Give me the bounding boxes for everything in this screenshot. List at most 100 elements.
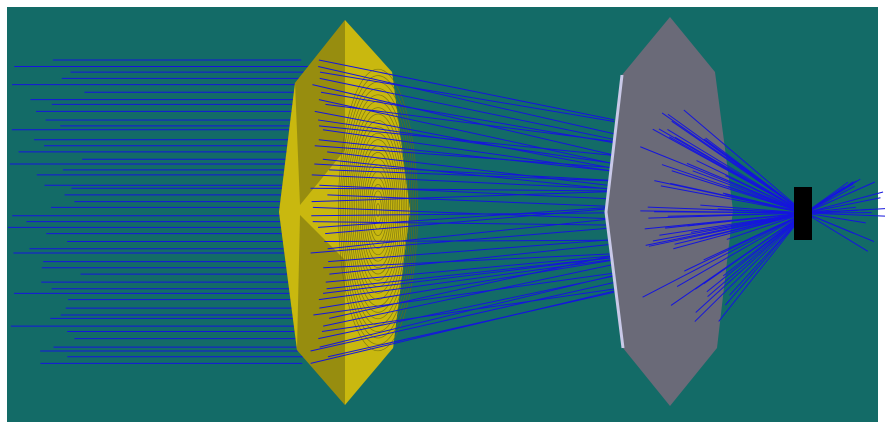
reflected-ray xyxy=(683,109,806,214)
refracted-ray xyxy=(329,254,615,319)
refracted-ray xyxy=(323,263,615,327)
refracted-ray xyxy=(310,290,615,364)
reflected-ray xyxy=(707,212,806,298)
reflected-ray xyxy=(726,212,806,240)
reflected-ray xyxy=(724,212,806,306)
refracted-ray xyxy=(322,257,615,294)
reflected-ray xyxy=(718,212,806,322)
reflected-ray xyxy=(695,212,806,313)
refracted-ray xyxy=(327,194,615,208)
scattered-ray xyxy=(804,178,861,214)
refracted-ray xyxy=(318,59,615,121)
detector xyxy=(794,187,812,240)
refracted-ray xyxy=(319,274,615,348)
refracted-ray xyxy=(328,239,615,263)
refracted-ray xyxy=(327,151,615,187)
scattered-ray xyxy=(804,212,875,242)
fresnel-ring xyxy=(348,107,408,313)
reflected-ray xyxy=(640,146,806,214)
fresnel-ring xyxy=(338,68,418,352)
reflected-ray xyxy=(670,182,806,214)
refracted-ray xyxy=(320,91,615,144)
scattered-ray xyxy=(804,212,869,252)
refracted-ray xyxy=(322,158,615,190)
reflected-ray xyxy=(725,175,806,214)
refracted-ray xyxy=(319,184,615,200)
reflected-ray xyxy=(722,192,806,214)
refracted-ray xyxy=(310,281,615,352)
scattered-ray xyxy=(804,191,884,214)
refracted-ray xyxy=(319,259,615,309)
refracted-ray xyxy=(314,145,615,169)
reflected-ray xyxy=(644,212,806,230)
refracted-ray xyxy=(310,227,615,254)
reflected-ray xyxy=(694,212,806,322)
scattered-ray xyxy=(804,197,881,214)
refracted-ray xyxy=(325,207,615,235)
reflected-ray xyxy=(652,212,806,242)
refracted-ray xyxy=(318,139,615,172)
scattered-ray xyxy=(804,208,885,214)
refracted-ray xyxy=(311,174,615,190)
reflected-ray xyxy=(642,212,806,298)
reflected-ray xyxy=(660,185,806,214)
lens-shade-lower xyxy=(297,215,345,405)
fresnel-ring xyxy=(352,120,404,300)
mirror-edge xyxy=(604,74,625,349)
fresnel-ring xyxy=(354,126,402,294)
refracted-ray xyxy=(327,218,615,250)
reflected-ray xyxy=(676,212,806,288)
refracted-ray xyxy=(312,221,615,226)
reflected-ray xyxy=(659,212,806,236)
refracted-ray xyxy=(325,255,615,283)
scattered-ray xyxy=(804,181,876,214)
refracted-ray xyxy=(324,239,615,243)
reflected-ray xyxy=(729,212,806,296)
reflected-ray xyxy=(722,212,806,277)
refracted-ray xyxy=(310,187,615,192)
fresnel-ring xyxy=(339,75,417,345)
refracted-ray xyxy=(311,212,615,217)
reflected-ray xyxy=(667,128,806,214)
refracted-ray xyxy=(329,169,615,182)
refracted-ray xyxy=(318,206,615,228)
refracted-ray xyxy=(318,66,615,135)
refracted-ray xyxy=(312,84,615,156)
scattered-ray xyxy=(804,206,856,214)
refracted-ray xyxy=(319,77,615,140)
fresnel-ring xyxy=(357,139,399,281)
reflected-ray xyxy=(648,212,806,219)
refracted-ray xyxy=(323,253,615,269)
reflected-ray xyxy=(647,206,806,214)
refracted-ray xyxy=(321,288,615,332)
reflected-rays xyxy=(640,109,885,322)
reflected-ray xyxy=(700,204,806,214)
refracted-ray xyxy=(314,110,615,170)
reflected-ray xyxy=(673,212,806,250)
reflected-ray xyxy=(727,185,806,214)
fresnel-ring xyxy=(343,88,413,332)
refracted-ray xyxy=(325,103,615,142)
refracted-ray xyxy=(312,206,615,220)
refracted-ray xyxy=(311,191,615,203)
refracted-rays xyxy=(310,59,615,364)
refracted-ray xyxy=(317,119,615,165)
reflected-ray xyxy=(640,210,806,214)
refracted-ray xyxy=(326,256,615,290)
reflected-ray xyxy=(669,136,806,214)
refracted-ray xyxy=(329,243,615,275)
reflected-ray xyxy=(694,212,806,290)
fresnel-ring xyxy=(347,100,409,320)
refracted-ray xyxy=(314,163,615,181)
scattered-ray xyxy=(804,212,885,217)
refracted-ray xyxy=(318,275,615,340)
refracted-ray xyxy=(313,272,615,316)
refracted-ray xyxy=(318,125,615,156)
refracted-ray xyxy=(327,291,615,358)
scattered-ray xyxy=(804,212,866,224)
reflected-ray xyxy=(703,212,806,261)
incoming-rays xyxy=(8,59,310,364)
reflected-ray xyxy=(661,112,806,214)
fresnel-ring xyxy=(345,94,411,326)
